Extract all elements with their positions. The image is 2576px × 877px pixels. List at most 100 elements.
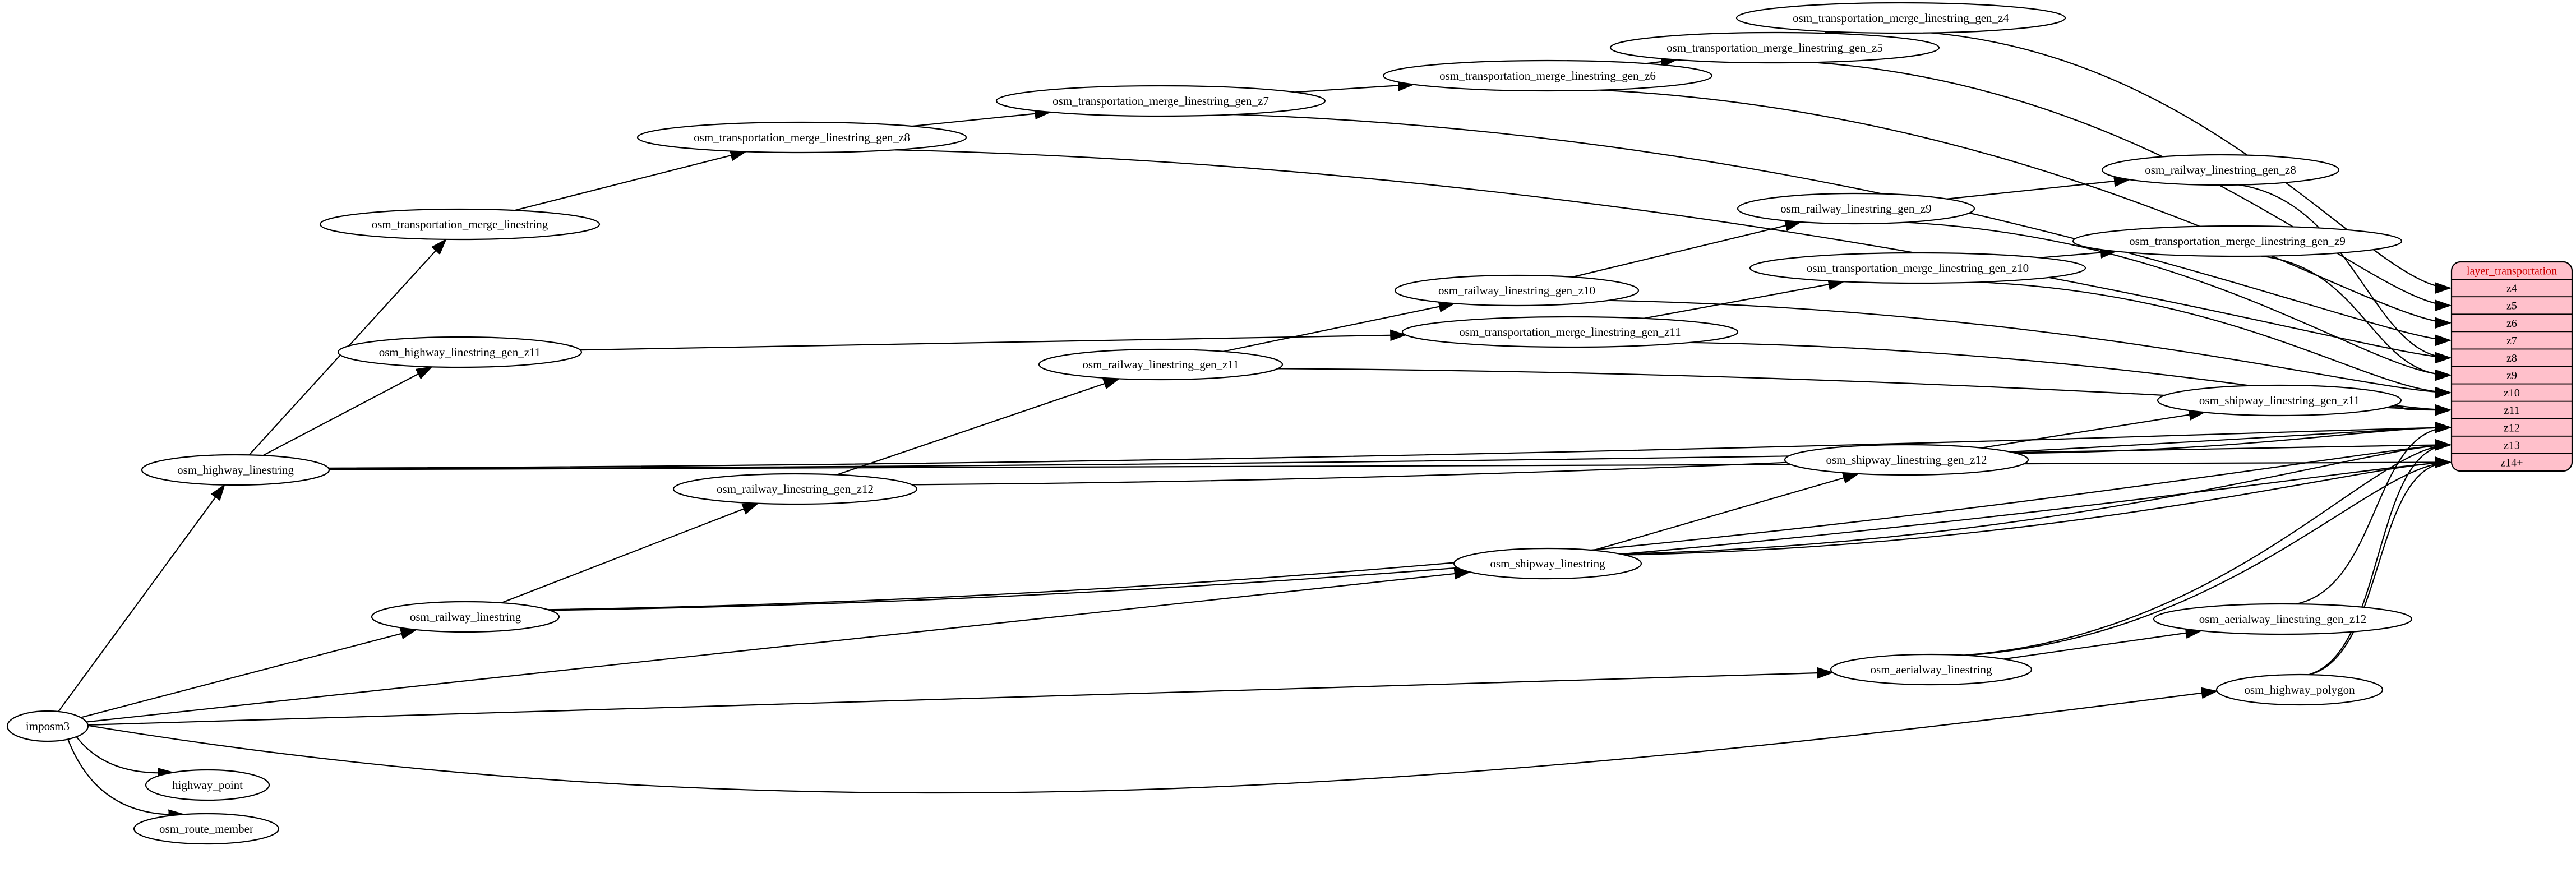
- node-label-osm_transportation_merge_linestring_gen_z10: osm_transportation_merge_linestring_gen_…: [1807, 261, 2029, 275]
- record-row-z6: z6: [2506, 317, 2517, 330]
- node-ellipse-osm_highway_linestring_gen_z11: [337, 336, 583, 368]
- node-label-osm_aerialway_linestring: osm_aerialway_linestring: [1871, 663, 1992, 676]
- node-ellipse-osm_transportation_merge_linestring: [319, 208, 601, 241]
- edge-osm_highway_linestring-to-layer-row-z13: [329, 438, 2452, 470]
- record-row-z11: z11: [2504, 404, 2519, 417]
- node-osm_railway_linestring_gen_z12: osm_railway_linestring_gen_z12: [672, 473, 918, 505]
- node-osm_aerialway_linestring: osm_aerialway_linestring: [1830, 653, 2033, 686]
- edge-osm_shipway_linestring_gen_z11-to-layer-row-z11: [2390, 404, 2452, 416]
- edge-osm_railway_linestring_gen_z11-to-osm_railway_linestring_gen_z10: [1223, 301, 1456, 352]
- edge-osm_railway_linestring_gen_z12-to-osm_railway_linestring_gen_z11: [837, 378, 1120, 476]
- node-label-osm_transportation_merge_linestring_gen_z5: osm_transportation_merge_linestring_gen_…: [1666, 41, 1883, 54]
- node-ellipse-osm_transportation_merge_linestring_gen_z4: [1735, 2, 2066, 34]
- edge-osm_railway_linestring_gen_z12-to-layer-row-z12: [911, 421, 2452, 486]
- record-row-label: z14+: [2500, 456, 2523, 469]
- node-ellipse-osm_aerialway_linestring_gen_z12: [2153, 603, 2413, 635]
- record-row-label: z6: [2506, 317, 2517, 330]
- node-label-osm_transportation_merge_linestring_gen_z8: osm_transportation_merge_linestring_gen_…: [694, 131, 910, 144]
- edge-osm_highway_polygon-to-layer-row-z14+: [2309, 456, 2452, 676]
- node-osm_shipway_linestring_gen_z11: osm_shipway_linestring_gen_z11: [2157, 384, 2402, 417]
- edge-osm_aerialway_linestring-to-osm_aerialway_linestring_gen_z12: [2003, 627, 2203, 660]
- record-row-label: z11: [2504, 404, 2519, 417]
- edge-osm_highway_polygon-to-layer-row-z13: [2309, 439, 2452, 676]
- node-ellipse-imposm3: [6, 710, 89, 742]
- edge-osm_shipway_linestring-to-osm_shipway_linestring_gen_z12: [1593, 472, 1860, 551]
- node-ellipse-osm_shipway_linestring: [1453, 547, 1642, 580]
- record-row-z12: z12: [2504, 422, 2520, 434]
- node-osm_transportation_merge_linestring_gen_z10: osm_transportation_merge_linestring_gen_…: [1749, 252, 2086, 284]
- node-osm_railway_linestring: osm_railway_linestring: [371, 601, 560, 633]
- record-title: layer_transportation: [2467, 265, 2557, 278]
- node-label-osm_aerialway_linestring_gen_z12: osm_aerialway_linestring_gen_z12: [2199, 612, 2367, 626]
- record-row-z9: z9: [2506, 370, 2517, 382]
- node-osm_route_member: osm_route_member: [133, 813, 280, 845]
- edge-osm_railway_linestring_gen_z10-to-osm_railway_linestring_gen_z9: [1572, 220, 1802, 278]
- node-osm_highway_linestring: osm_highway_linestring: [141, 454, 330, 486]
- node-osm_transportation_merge_linestring_gen_z11: osm_transportation_merge_linestring_gen_…: [1401, 316, 1739, 348]
- node-osm_transportation_merge_linestring: osm_transportation_merge_linestring: [319, 208, 601, 241]
- edge-osm_railway_linestring_gen_z9-to-osm_railway_linestring_gen_z8: [1947, 175, 2131, 200]
- node-label-osm_shipway_linestring_gen_z11: osm_shipway_linestring_gen_z11: [2199, 394, 2360, 407]
- node-osm_railway_linestring_gen_z8: osm_railway_linestring_gen_z8: [2101, 154, 2340, 186]
- record-row-z5: z5: [2506, 300, 2517, 312]
- node-ellipse-osm_transportation_merge_linestring_gen_z5: [1609, 31, 1940, 64]
- node-label-osm_railway_linestring_gen_z10: osm_railway_linestring_gen_z10: [1438, 284, 1595, 297]
- node-ellipse-osm_shipway_linestring_gen_z11: [2157, 384, 2402, 417]
- node-osm_aerialway_linestring_gen_z12: osm_aerialway_linestring_gen_z12: [2153, 603, 2413, 635]
- record-row-z10: z10: [2504, 387, 2520, 399]
- node-ellipse-osm_railway_linestring_gen_z8: [2101, 154, 2340, 186]
- record-row-label: z5: [2506, 300, 2517, 312]
- node-label-osm_railway_linestring_gen_z12: osm_railway_linestring_gen_z12: [717, 482, 874, 496]
- edge-imposm3-to-highway_point: [76, 736, 175, 779]
- node-ellipse-osm_route_member: [133, 813, 280, 845]
- edge-osm_aerialway_linestring_gen_z12-to-layer-row-z12: [2296, 421, 2452, 605]
- node-osm_shipway_linestring: osm_shipway_linestring: [1453, 547, 1642, 580]
- edge-osm_highway_linestring-to-osm_highway_linestring_gen_z11: [262, 366, 433, 456]
- node-osm_transportation_merge_linestring_gen_z7: osm_transportation_merge_linestring_gen_…: [995, 85, 1326, 117]
- node-label-osm_transportation_merge_linestring_gen_z11: osm_transportation_merge_linestring_gen_…: [1459, 325, 1681, 339]
- node-ellipse-osm_railway_linestring_gen_z11: [1038, 348, 1284, 381]
- node-ellipse-osm_railway_linestring_gen_z9: [1737, 192, 1975, 225]
- node-osm_transportation_merge_linestring_gen_z4: osm_transportation_merge_linestring_gen_…: [1735, 2, 2066, 34]
- edge-osm_shipway_linestring-to-layer-row-z14+: [1624, 456, 2452, 556]
- node-label-osm_highway_polygon: osm_highway_polygon: [2244, 683, 2355, 696]
- edge-osm_aerialway_linestring-to-layer-row-z14+: [1966, 456, 2452, 656]
- edge-imposm3-to-osm_aerialway_linestring: [87, 667, 1834, 726]
- node-label-osm_transportation_merge_linestring: osm_transportation_merge_linestring: [372, 218, 548, 231]
- edge-osm_railway_linestring_gen_z8-to-layer-row-z8: [2238, 184, 2452, 364]
- node-osm_transportation_merge_linestring_gen_z8: osm_transportation_merge_linestring_gen_…: [636, 121, 967, 154]
- edge-osm_shipway_linestring_gen_z12-to-layer-row-z12: [2016, 421, 2452, 454]
- node-osm_highway_linestring_gen_z11: osm_highway_linestring_gen_z11: [337, 336, 583, 368]
- node-osm_railway_linestring_gen_z11: osm_railway_linestring_gen_z11: [1038, 348, 1284, 381]
- record-row-label: z13: [2504, 439, 2520, 451]
- edge-imposm3-to-osm_railway_linestring: [80, 627, 418, 718]
- node-imposm3: imposm3: [6, 710, 89, 742]
- node-label-osm_highway_linestring: osm_highway_linestring: [177, 463, 294, 477]
- edge-osm_aerialway_linestring-to-layer-row-z13: [1964, 439, 2452, 656]
- node-ellipse-osm_transportation_merge_linestring_gen_z10: [1749, 252, 2086, 284]
- edge-imposm3-to-osm_highway_linestring: [58, 483, 225, 712]
- record-row-z8: z8: [2506, 352, 2517, 364]
- node-ellipse-osm_transportation_merge_linestring_gen_z7: [995, 85, 1326, 117]
- node-label-osm_transportation_merge_linestring_gen_z4: osm_transportation_merge_linestring_gen_…: [1793, 11, 2009, 25]
- node-osm_highway_polygon: osm_highway_polygon: [2215, 673, 2384, 706]
- record-row-z4: z4: [2506, 283, 2517, 295]
- edge-osm_transportation_merge_linestring_gen_z7-to-layer-row-z7: [1234, 114, 2452, 347]
- node-label-osm_transportation_merge_linestring_gen_z6: osm_transportation_merge_linestring_gen_…: [1439, 69, 1656, 82]
- node-osm_shipway_linestring_gen_z12: osm_shipway_linestring_gen_z12: [1784, 444, 2029, 476]
- edge-imposm3-to-osm_shipway_linestring: [86, 567, 1471, 723]
- edge-osm_transportation_merge_linestring_gen_z6-to-layer-row-z6: [1600, 89, 2452, 329]
- record-layer_transportation: layer_transportation z4 z5 z6 z7 z8 z9 z10 z11 z1…: [2450, 261, 2573, 472]
- node-ellipse-osm_shipway_linestring_gen_z12: [1784, 444, 2029, 476]
- edge-osm_transportation_merge_linestring-to-osm_transportation_merge_linestring_gen_z8: [514, 150, 747, 211]
- edge-layer: [58, 30, 2452, 821]
- record-row-label: z7: [2506, 335, 2517, 347]
- edge-osm_railway_linestring_gen_z9-to-layer-row-z9: [1905, 221, 2452, 381]
- node-osm_railway_linestring_gen_z10: osm_railway_linestring_gen_z10: [1394, 274, 1640, 307]
- edge-osm_transportation_merge_linestring_gen_z5-to-layer-row-z5: [1813, 62, 2452, 312]
- edge-osm_transportation_merge_linestring_gen_z8-to-osm_transportation_merge_linestring_gen_z7: [912, 108, 1052, 127]
- node-osm_transportation_merge_linestring_gen_z6: osm_transportation_merge_linestring_gen_…: [1382, 59, 1713, 92]
- edge-osm_railway_linestring_gen_z11-to-layer-row-z11: [1277, 368, 2452, 416]
- node-ellipse-osm_transportation_merge_linestring_gen_z11: [1401, 316, 1739, 348]
